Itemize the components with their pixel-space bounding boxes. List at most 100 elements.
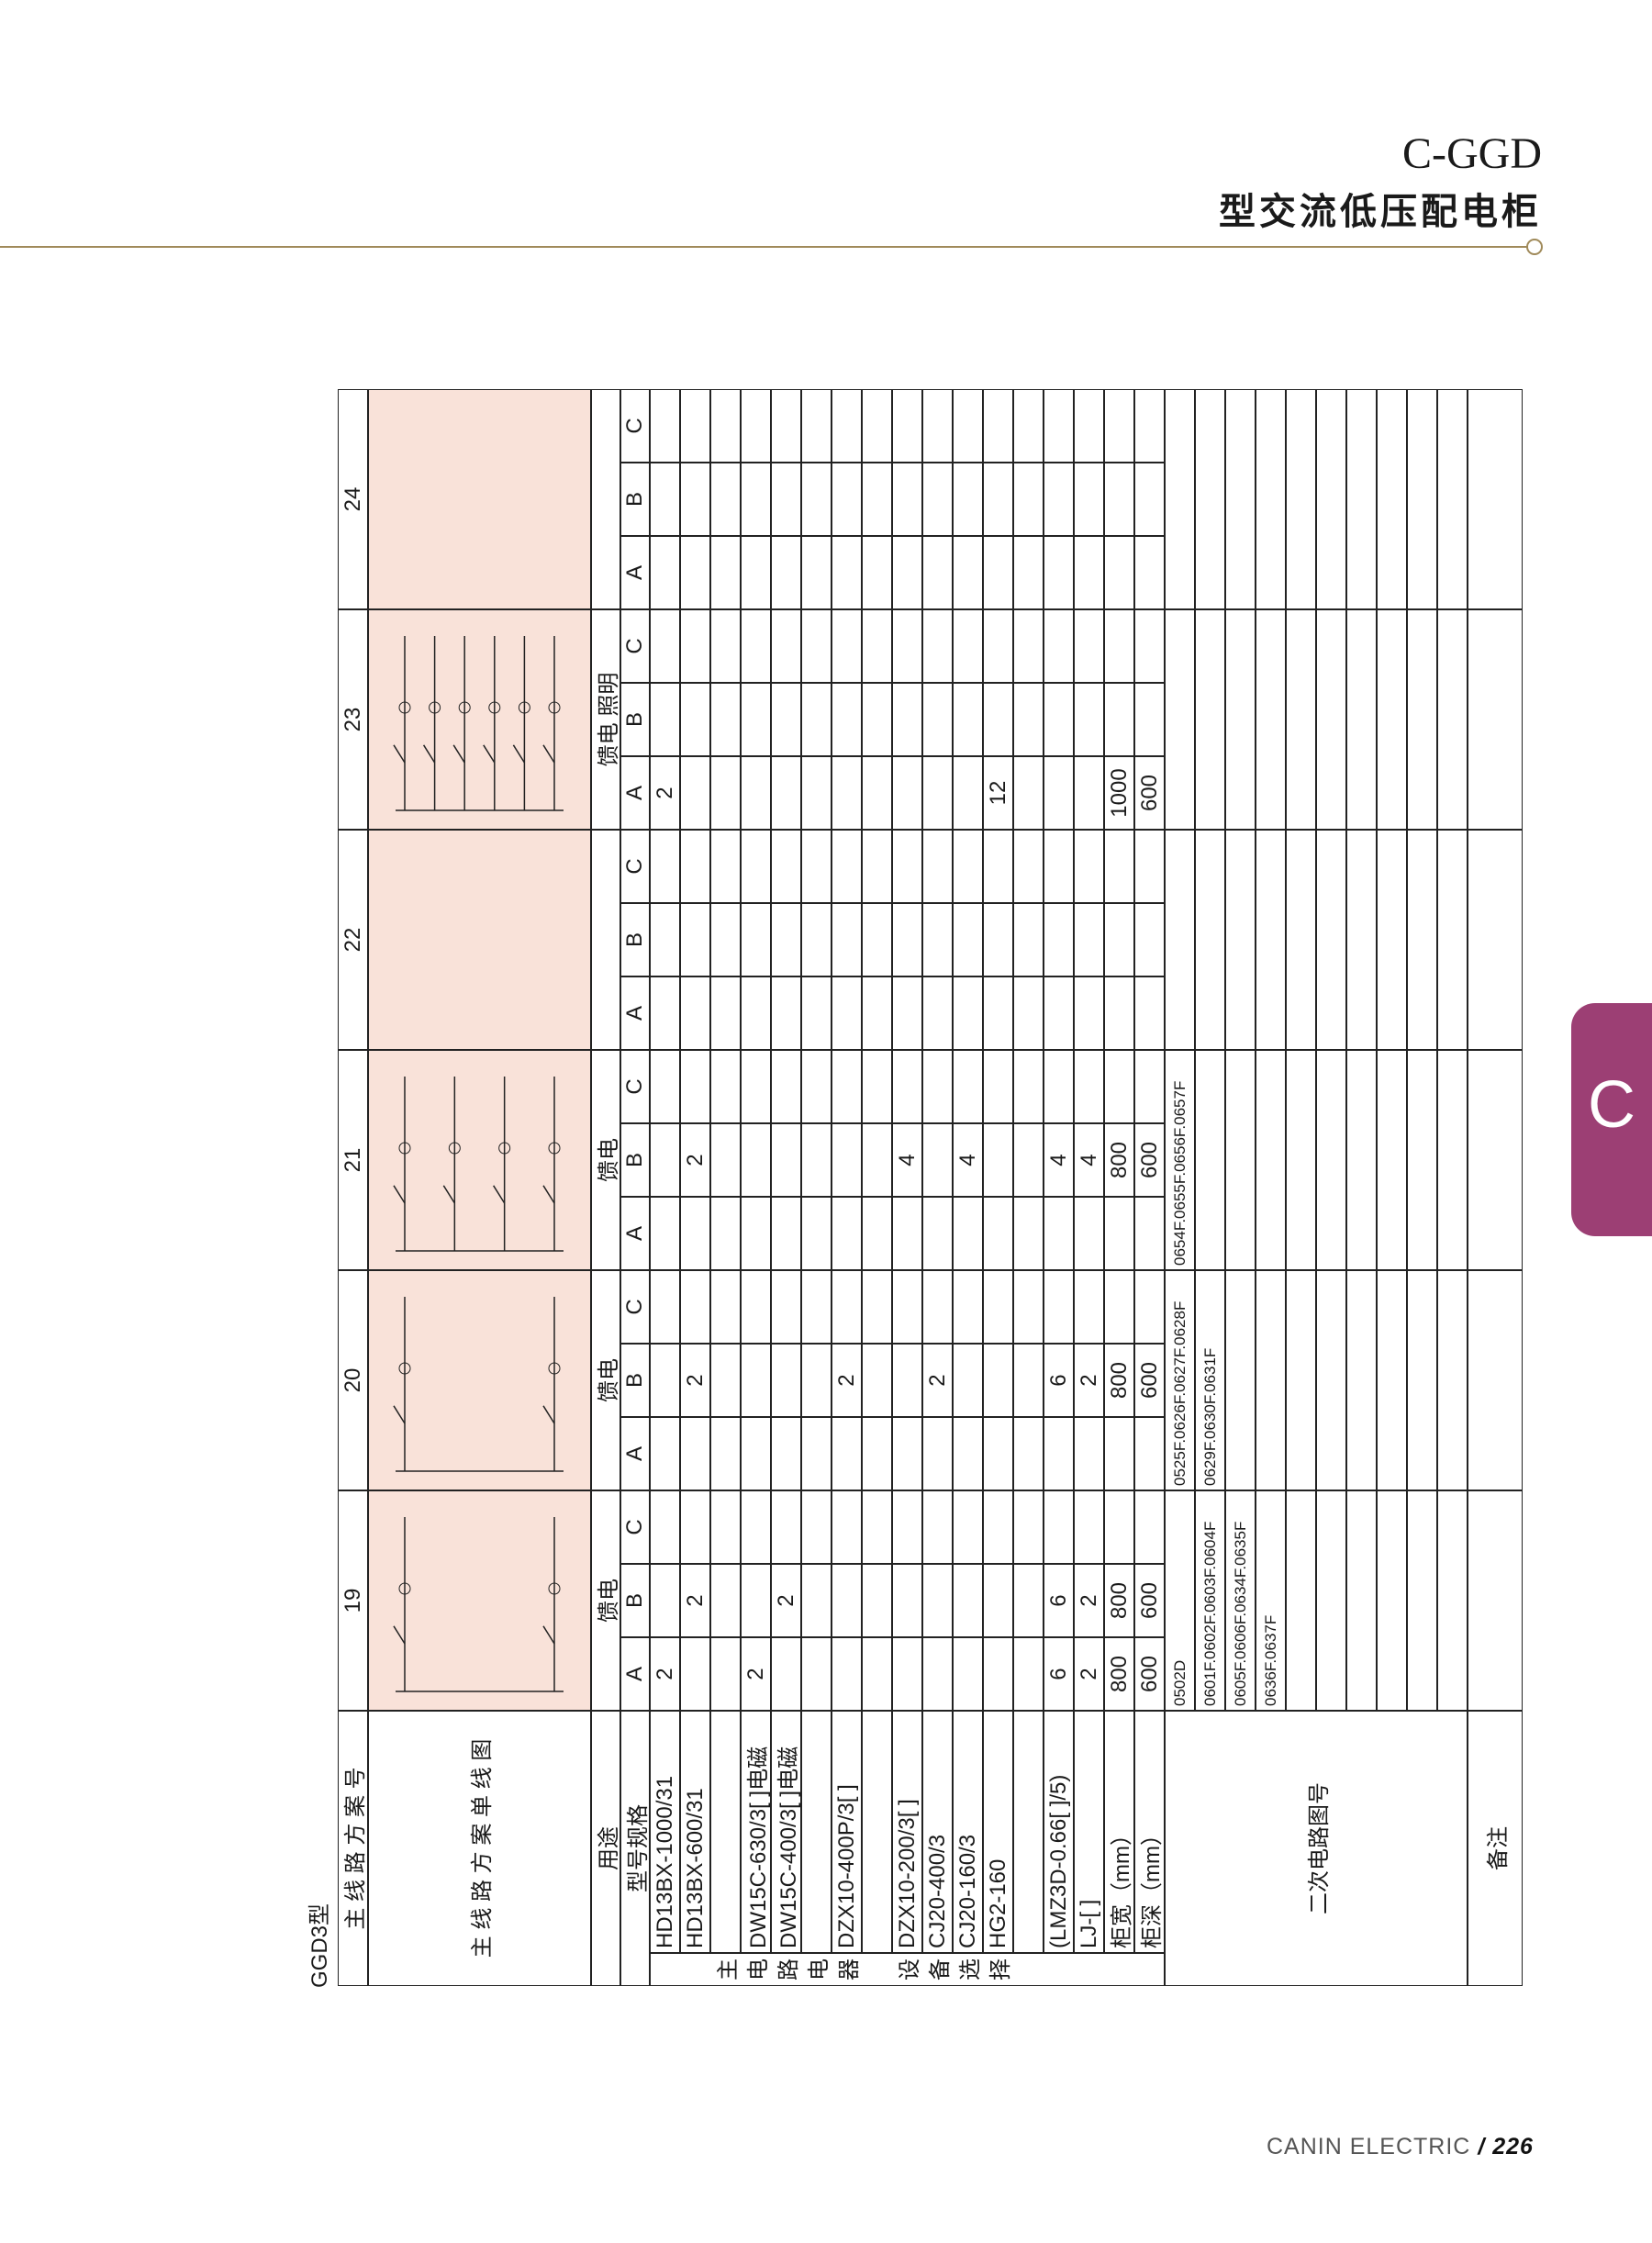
value-cell bbox=[1104, 1417, 1134, 1490]
value-cell: 2 bbox=[1074, 1564, 1104, 1637]
value-cell bbox=[953, 463, 983, 536]
scheme-diagram bbox=[368, 830, 591, 1050]
value-cell bbox=[922, 463, 953, 536]
value-cell bbox=[832, 1050, 862, 1123]
value-cell bbox=[771, 463, 801, 536]
secondary-empty-cell bbox=[1407, 1490, 1437, 1711]
value-cell bbox=[892, 1637, 922, 1711]
value-cell bbox=[922, 1417, 953, 1490]
secondary-empty-cell bbox=[1316, 1490, 1346, 1711]
value-cell bbox=[771, 976, 801, 1050]
value-cell: 2 bbox=[680, 1344, 710, 1417]
secondary-empty-cell bbox=[1286, 1050, 1316, 1270]
value-cell bbox=[1104, 463, 1134, 536]
value-cell bbox=[1013, 903, 1044, 976]
value-cell bbox=[1074, 609, 1104, 683]
phase-header: C bbox=[620, 830, 650, 903]
value-cell bbox=[953, 536, 983, 609]
value-cell bbox=[1044, 609, 1074, 683]
scheme-diagram bbox=[368, 1050, 591, 1270]
value-cell bbox=[892, 830, 922, 903]
value-cell bbox=[892, 463, 922, 536]
value-cell bbox=[953, 1637, 983, 1711]
value-cell: 600 bbox=[1134, 1123, 1165, 1197]
value-cell bbox=[801, 1197, 832, 1270]
secondary-empty-cell bbox=[1346, 1490, 1377, 1711]
value-cell bbox=[892, 1417, 922, 1490]
value-cell bbox=[710, 1564, 741, 1637]
value-cell bbox=[650, 1417, 680, 1490]
value-cell bbox=[710, 976, 741, 1050]
value-cell bbox=[1134, 903, 1165, 976]
secondary-empty-cell bbox=[1316, 1050, 1346, 1270]
phase-header: A bbox=[620, 976, 650, 1050]
value-cell bbox=[771, 683, 801, 756]
value-cell bbox=[983, 1270, 1013, 1344]
secondary-code: 0605F.0606F.0634F.0635F bbox=[1225, 1490, 1256, 1711]
secondary-empty-cell bbox=[1437, 830, 1468, 1050]
scheme-diagram bbox=[368, 609, 591, 830]
row-spec bbox=[1013, 1711, 1044, 1953]
phase-header: C bbox=[620, 609, 650, 683]
value-cell bbox=[832, 1637, 862, 1711]
value-cell bbox=[741, 609, 771, 683]
footer-page: / 226 bbox=[1478, 2134, 1534, 2159]
value-cell bbox=[1044, 463, 1074, 536]
value-cell bbox=[983, 1417, 1013, 1490]
value-cell bbox=[862, 463, 892, 536]
secondary-empty-cell bbox=[1195, 830, 1225, 1050]
value-cell bbox=[922, 1050, 953, 1123]
value-cell bbox=[680, 903, 710, 976]
phase-header: A bbox=[620, 1197, 650, 1270]
value-cell bbox=[771, 1344, 801, 1417]
value-cell bbox=[953, 1050, 983, 1123]
secondary-empty-cell bbox=[1195, 389, 1225, 609]
value-cell bbox=[710, 536, 741, 609]
phase-header: C bbox=[620, 1490, 650, 1564]
value-cell bbox=[771, 756, 801, 830]
remark-cell bbox=[1468, 1490, 1523, 1711]
value-cell bbox=[650, 1344, 680, 1417]
value-cell bbox=[832, 463, 862, 536]
section-tab[interactable]: C bbox=[1571, 1003, 1652, 1236]
value-cell: 600 bbox=[1134, 756, 1165, 830]
row-spec: DW15C-630/3[ ]电磁 bbox=[741, 1711, 771, 1953]
secondary-empty-cell bbox=[1165, 609, 1195, 830]
switch-symbol bbox=[542, 1625, 555, 1645]
value-cell bbox=[650, 463, 680, 536]
secondary-empty-cell bbox=[1286, 389, 1316, 609]
row-spec bbox=[801, 1711, 832, 1953]
value-cell bbox=[832, 536, 862, 609]
value-cell bbox=[1013, 683, 1044, 756]
table-type-label: GGD3型 bbox=[307, 1903, 332, 1988]
value-cell bbox=[862, 683, 892, 756]
value-cell bbox=[650, 609, 680, 683]
secondary-empty-cell bbox=[1316, 1270, 1346, 1490]
secondary-empty-cell bbox=[1195, 609, 1225, 830]
value-cell bbox=[892, 976, 922, 1050]
value-cell bbox=[832, 1123, 862, 1197]
footer: CANIN ELECTRIC / 226 bbox=[1267, 2134, 1534, 2160]
row-spec: DW15C-400/3[ ]电磁 bbox=[771, 1711, 801, 1953]
value-cell: 2 bbox=[680, 1564, 710, 1637]
value-cell bbox=[1074, 536, 1104, 609]
value-cell bbox=[710, 683, 741, 756]
value-cell bbox=[710, 1197, 741, 1270]
phase-header: B bbox=[620, 1344, 650, 1417]
value-cell bbox=[862, 609, 892, 683]
secondary-empty-cell bbox=[1377, 1050, 1407, 1270]
secondary-empty-cell bbox=[1256, 830, 1286, 1050]
switch-symbol bbox=[542, 1405, 555, 1424]
value-cell bbox=[892, 1344, 922, 1417]
value-cell bbox=[862, 976, 892, 1050]
value-cell bbox=[801, 1270, 832, 1344]
secondary-empty-cell bbox=[1377, 830, 1407, 1050]
value-cell bbox=[983, 683, 1013, 756]
secondary-empty-cell bbox=[1377, 389, 1407, 609]
current-transformer-symbol bbox=[398, 1362, 411, 1375]
row-spec: HG2-160 bbox=[983, 1711, 1013, 1953]
value-cell: 600 bbox=[1134, 1637, 1165, 1711]
value-cell bbox=[710, 1123, 741, 1197]
value-cell bbox=[1074, 1050, 1104, 1123]
